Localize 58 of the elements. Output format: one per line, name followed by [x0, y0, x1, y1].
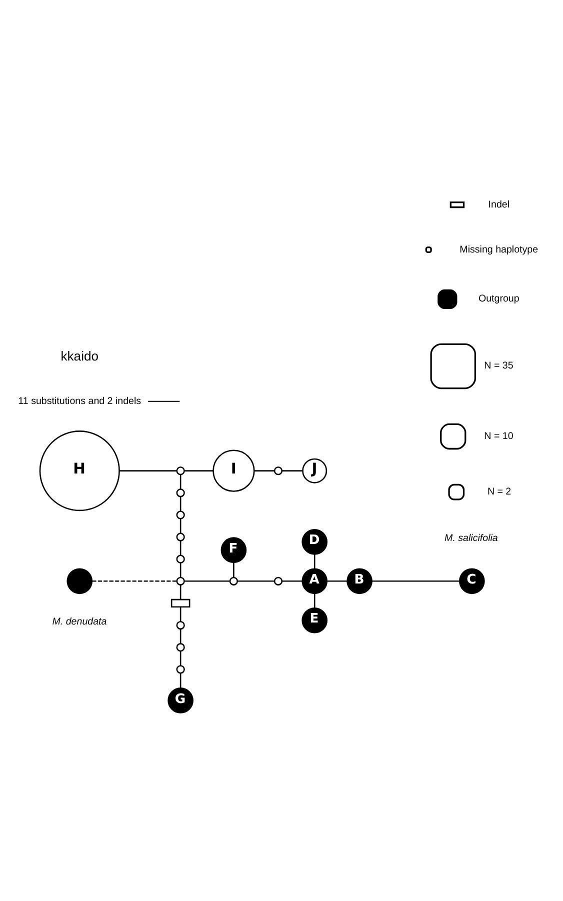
connector — [92, 580, 177, 582]
legend-label: N = 2 — [487, 486, 512, 498]
node-circle: J — [302, 458, 328, 483]
node-circle: I — [212, 449, 255, 492]
node-circle: H — [39, 430, 120, 511]
connector — [184, 580, 230, 582]
node-circle — [176, 466, 185, 475]
node-text: 11 substitutions and 2 indels — [18, 395, 142, 406]
label: M. salicifolia — [444, 532, 498, 544]
node-circle: A — [302, 568, 328, 594]
node-circle: G — [168, 687, 194, 713]
legend-label: N = 35 — [484, 360, 514, 372]
connector — [180, 606, 182, 621]
connector — [254, 470, 274, 471]
node-circle: D — [302, 528, 328, 554]
node-circle — [66, 568, 93, 594]
connector — [282, 470, 303, 471]
connector — [327, 580, 348, 582]
connector — [314, 554, 316, 568]
label: kkaido — [60, 348, 99, 363]
node-circle — [176, 510, 185, 519]
connector — [180, 562, 182, 577]
node-circle — [176, 664, 185, 674]
connector — [180, 650, 182, 666]
legend-label: Indel — [488, 198, 510, 210]
node-circle — [274, 576, 283, 585]
node-circle — [274, 466, 283, 475]
node-circle — [176, 532, 185, 541]
connector — [148, 400, 180, 402]
node-circle — [176, 642, 185, 652]
node-circle: F — [220, 536, 247, 562]
connector — [282, 580, 302, 582]
connector — [233, 562, 234, 577]
connector — [314, 593, 316, 608]
legend-label: N = 10 — [484, 430, 514, 442]
node-circle — [176, 576, 185, 585]
node-circle: E — [302, 606, 328, 633]
connector — [180, 540, 182, 555]
node-box — [170, 598, 190, 608]
node-circle — [176, 554, 185, 563]
node-circle: C — [459, 568, 485, 594]
connector — [238, 580, 274, 582]
connector — [180, 474, 182, 489]
legend-label: Outgroup — [478, 293, 520, 304]
connector — [180, 496, 182, 511]
connector — [372, 580, 460, 582]
connector — [180, 628, 182, 644]
node-circle — [176, 488, 185, 497]
connector — [180, 584, 182, 599]
node-label: M. denudata — [52, 616, 107, 628]
connector — [180, 672, 182, 688]
connector — [119, 470, 177, 471]
node-circle — [176, 620, 185, 630]
legend-label: Missing haplotype — [460, 244, 538, 255]
connector — [180, 518, 182, 533]
node-circle: B — [346, 568, 372, 594]
node-circle — [229, 576, 238, 585]
connector — [184, 470, 214, 471]
